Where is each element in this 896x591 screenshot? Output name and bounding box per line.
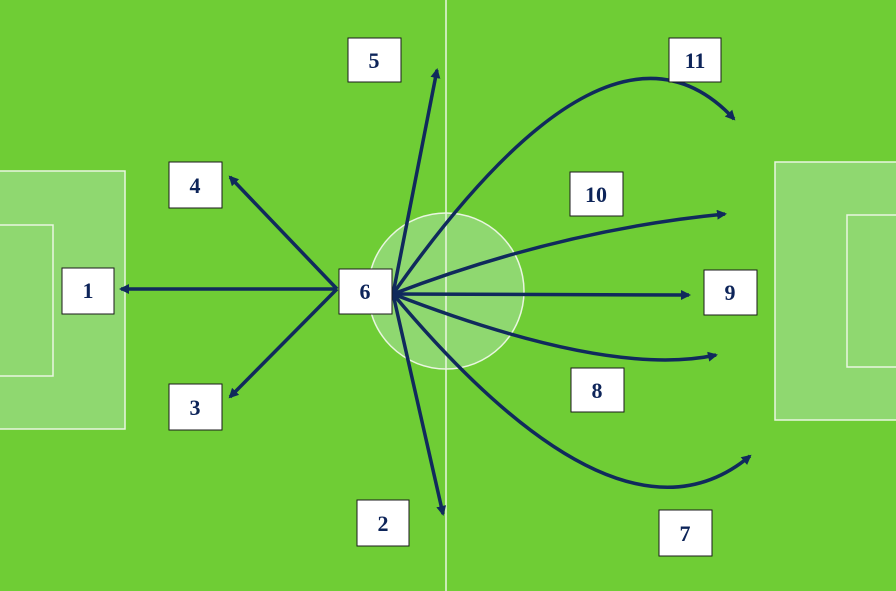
player-8: 8 — [570, 367, 625, 413]
left-goal-area — [0, 224, 54, 377]
player-3-number: 3 — [190, 395, 201, 420]
player-10-number: 10 — [585, 182, 607, 207]
pass-arrow-to-9 — [392, 289, 691, 300]
player-6: 6 — [338, 268, 393, 315]
player-11: 11 — [668, 37, 722, 83]
right-goal-area — [846, 214, 896, 368]
player-3: 3 — [168, 383, 223, 431]
player-8-number: 8 — [592, 378, 603, 403]
player-2: 2 — [356, 499, 410, 547]
pass-arrow-to-5 — [391, 68, 441, 295]
pass-arrow-to-3 — [228, 287, 339, 399]
player-10: 10 — [569, 171, 624, 217]
pass-arrow-to-4 — [228, 175, 339, 291]
player-1: 1 — [61, 267, 115, 315]
pass-arrow-to-8 — [392, 292, 718, 362]
player-labels: 1 2 3 4 5 6 7 8 — [61, 37, 758, 557]
player-7-number: 7 — [680, 521, 691, 546]
player-5-number: 5 — [369, 48, 380, 73]
player-5: 5 — [347, 37, 402, 83]
player-4-number: 4 — [190, 173, 201, 198]
pass-arrow-to-2 — [391, 293, 447, 516]
player-9: 9 — [703, 269, 758, 316]
player-1-number: 1 — [83, 278, 94, 303]
player-2-number: 2 — [378, 511, 389, 536]
player-11-number: 11 — [685, 48, 706, 73]
player-7: 7 — [658, 509, 713, 557]
pass-arrows — [119, 68, 752, 516]
player-4: 4 — [168, 161, 223, 209]
pass-arrow-to-10 — [392, 209, 727, 296]
pass-arrow-to-7 — [391, 292, 752, 489]
right-penalty-area — [774, 161, 896, 421]
player-6-number: 6 — [360, 279, 371, 304]
player-9-number: 9 — [725, 280, 736, 305]
pass-arrow-to-11 — [391, 76, 736, 296]
